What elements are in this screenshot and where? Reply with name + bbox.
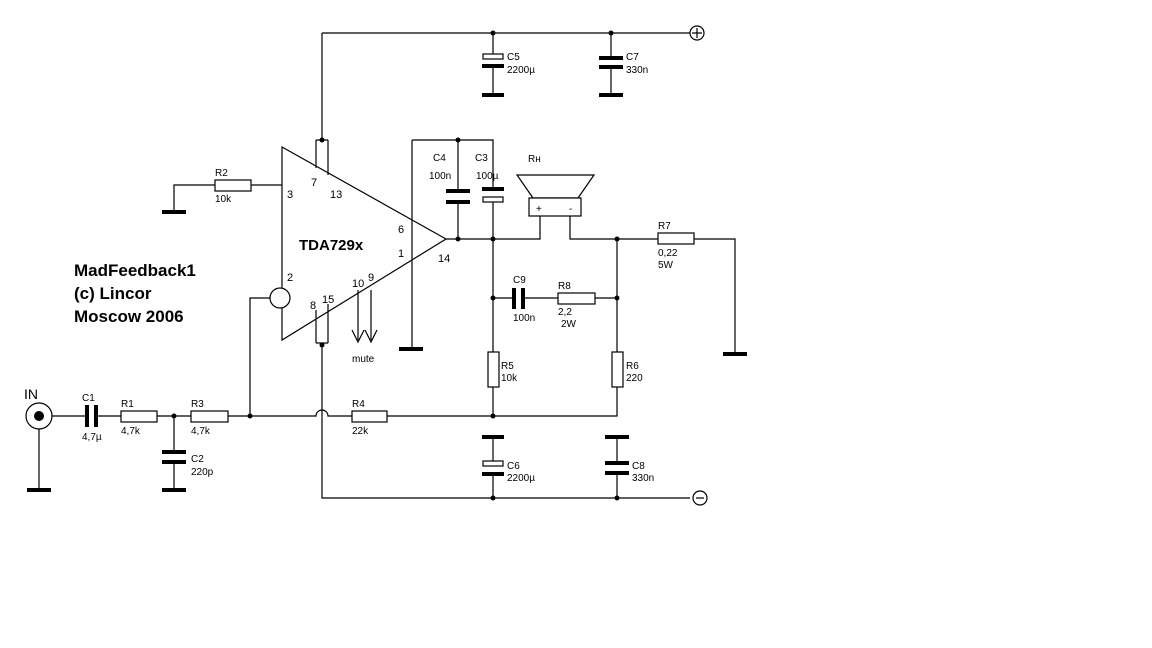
positive-rail bbox=[321, 30, 690, 140]
r8-name: R8 bbox=[558, 281, 571, 292]
r6-name: R6 bbox=[626, 361, 639, 372]
negative-terminal bbox=[692, 490, 708, 506]
c1-name: C1 bbox=[82, 393, 95, 404]
r7-value2: 5W bbox=[658, 260, 674, 271]
r4-value: 22k bbox=[352, 426, 369, 437]
r2-value: 10k bbox=[215, 194, 232, 205]
input-label: IN bbox=[24, 386, 38, 402]
resistor-r5: R5 10k bbox=[487, 351, 518, 416]
c1-value: 4,7µ bbox=[82, 432, 102, 443]
pin-15: 15 bbox=[322, 294, 334, 306]
output-node bbox=[446, 216, 541, 352]
c8-value: 330n bbox=[632, 473, 654, 484]
capacitor-c2: C2 220p bbox=[162, 416, 214, 492]
r5-name: R5 bbox=[501, 361, 514, 372]
c9-name: C9 bbox=[513, 275, 526, 286]
speaker-label: Rн bbox=[528, 154, 541, 165]
resistor-r1: R1 4,7k bbox=[120, 399, 191, 437]
r5-value: 10k bbox=[501, 373, 518, 384]
r7-value: 0,22 bbox=[658, 248, 678, 259]
r3-value: 4,7k bbox=[191, 426, 211, 437]
capacitor-c1: C1 4,7µ bbox=[52, 393, 121, 443]
c3-value: 100µ bbox=[476, 171, 499, 182]
pin-1: 1 bbox=[398, 248, 404, 260]
resistor-r3: R3 4,7k bbox=[190, 399, 250, 437]
c2-value: 220p bbox=[191, 467, 214, 478]
input-jack: IN bbox=[24, 386, 53, 492]
capacitor-c5: C5 2200µ bbox=[482, 33, 535, 97]
pin2-inverting-input bbox=[247, 287, 291, 419]
resistor-r6: R6 220 bbox=[490, 239, 643, 419]
c6-value: 2200µ bbox=[507, 473, 535, 484]
pin-6: 6 bbox=[398, 224, 404, 236]
pin-2: 2 bbox=[287, 272, 293, 284]
r1-value: 4,7k bbox=[121, 426, 141, 437]
tda729x-chip: TDA729x 3 7 13 6 1 14 2 10 9 8 15 bbox=[281, 137, 450, 348]
feedback-path: R4 22k bbox=[250, 399, 493, 437]
pin-13: 13 bbox=[330, 189, 342, 201]
pin-8: 8 bbox=[310, 300, 316, 312]
speaker-minus: - bbox=[569, 204, 572, 215]
bootstrap-network: C4 100n C3 100µ bbox=[412, 137, 504, 239]
c5-value: 2200µ bbox=[507, 65, 535, 76]
pin-3: 3 bbox=[287, 189, 293, 201]
note-line-1: MadFeedback1 bbox=[74, 261, 196, 280]
author-note: MadFeedback1 (c) Lincor Moscow 2006 bbox=[74, 261, 196, 326]
pin-14: 14 bbox=[438, 253, 450, 265]
r3-name: R3 bbox=[191, 399, 204, 410]
mute-arrows: mute bbox=[351, 290, 378, 365]
c3-name: C3 bbox=[475, 153, 488, 164]
c7-name: C7 bbox=[626, 52, 639, 63]
c4-value: 100n bbox=[429, 171, 451, 182]
c5-name: C5 bbox=[507, 52, 520, 63]
capacitor-c6: C6 2200µ bbox=[482, 435, 535, 498]
pin-9: 9 bbox=[368, 272, 374, 284]
r8-value: 2,2 bbox=[558, 307, 572, 318]
r1-name: R1 bbox=[121, 399, 134, 410]
r8-value2: 2W bbox=[561, 319, 577, 330]
pin-7: 7 bbox=[311, 177, 317, 189]
speaker: + - Rн bbox=[515, 154, 747, 356]
c2-name: C2 bbox=[191, 454, 204, 465]
positive-terminal bbox=[689, 25, 705, 41]
mute-label: mute bbox=[352, 354, 375, 365]
resistor-r2: R2 10k bbox=[162, 168, 282, 214]
note-line-2: (c) Lincor bbox=[74, 284, 152, 303]
r6-value: 220 bbox=[626, 373, 643, 384]
c4-name: C4 bbox=[433, 153, 446, 164]
r7-name: R7 bbox=[658, 221, 671, 232]
c6-name: C6 bbox=[507, 461, 520, 472]
resistor-r7: R7 0,22 5W bbox=[657, 221, 695, 271]
pin-10: 10 bbox=[352, 278, 364, 290]
note-line-3: Moscow 2006 bbox=[74, 307, 184, 326]
c9-value: 100n bbox=[513, 313, 535, 324]
capacitor-c8: C8 330n bbox=[605, 435, 654, 498]
capacitor-c7: C7 330n bbox=[599, 33, 648, 97]
c7-value: 330n bbox=[626, 65, 648, 76]
c8-name: C8 bbox=[632, 461, 645, 472]
r2-name: R2 bbox=[215, 168, 228, 179]
chip-name: TDA729x bbox=[299, 237, 364, 254]
zobel-network: C9 100n R8 2,2 2W bbox=[493, 275, 620, 330]
pin1-ground bbox=[399, 140, 423, 351]
r4-name: R4 bbox=[352, 399, 365, 410]
speaker-plus: + bbox=[536, 204, 542, 215]
